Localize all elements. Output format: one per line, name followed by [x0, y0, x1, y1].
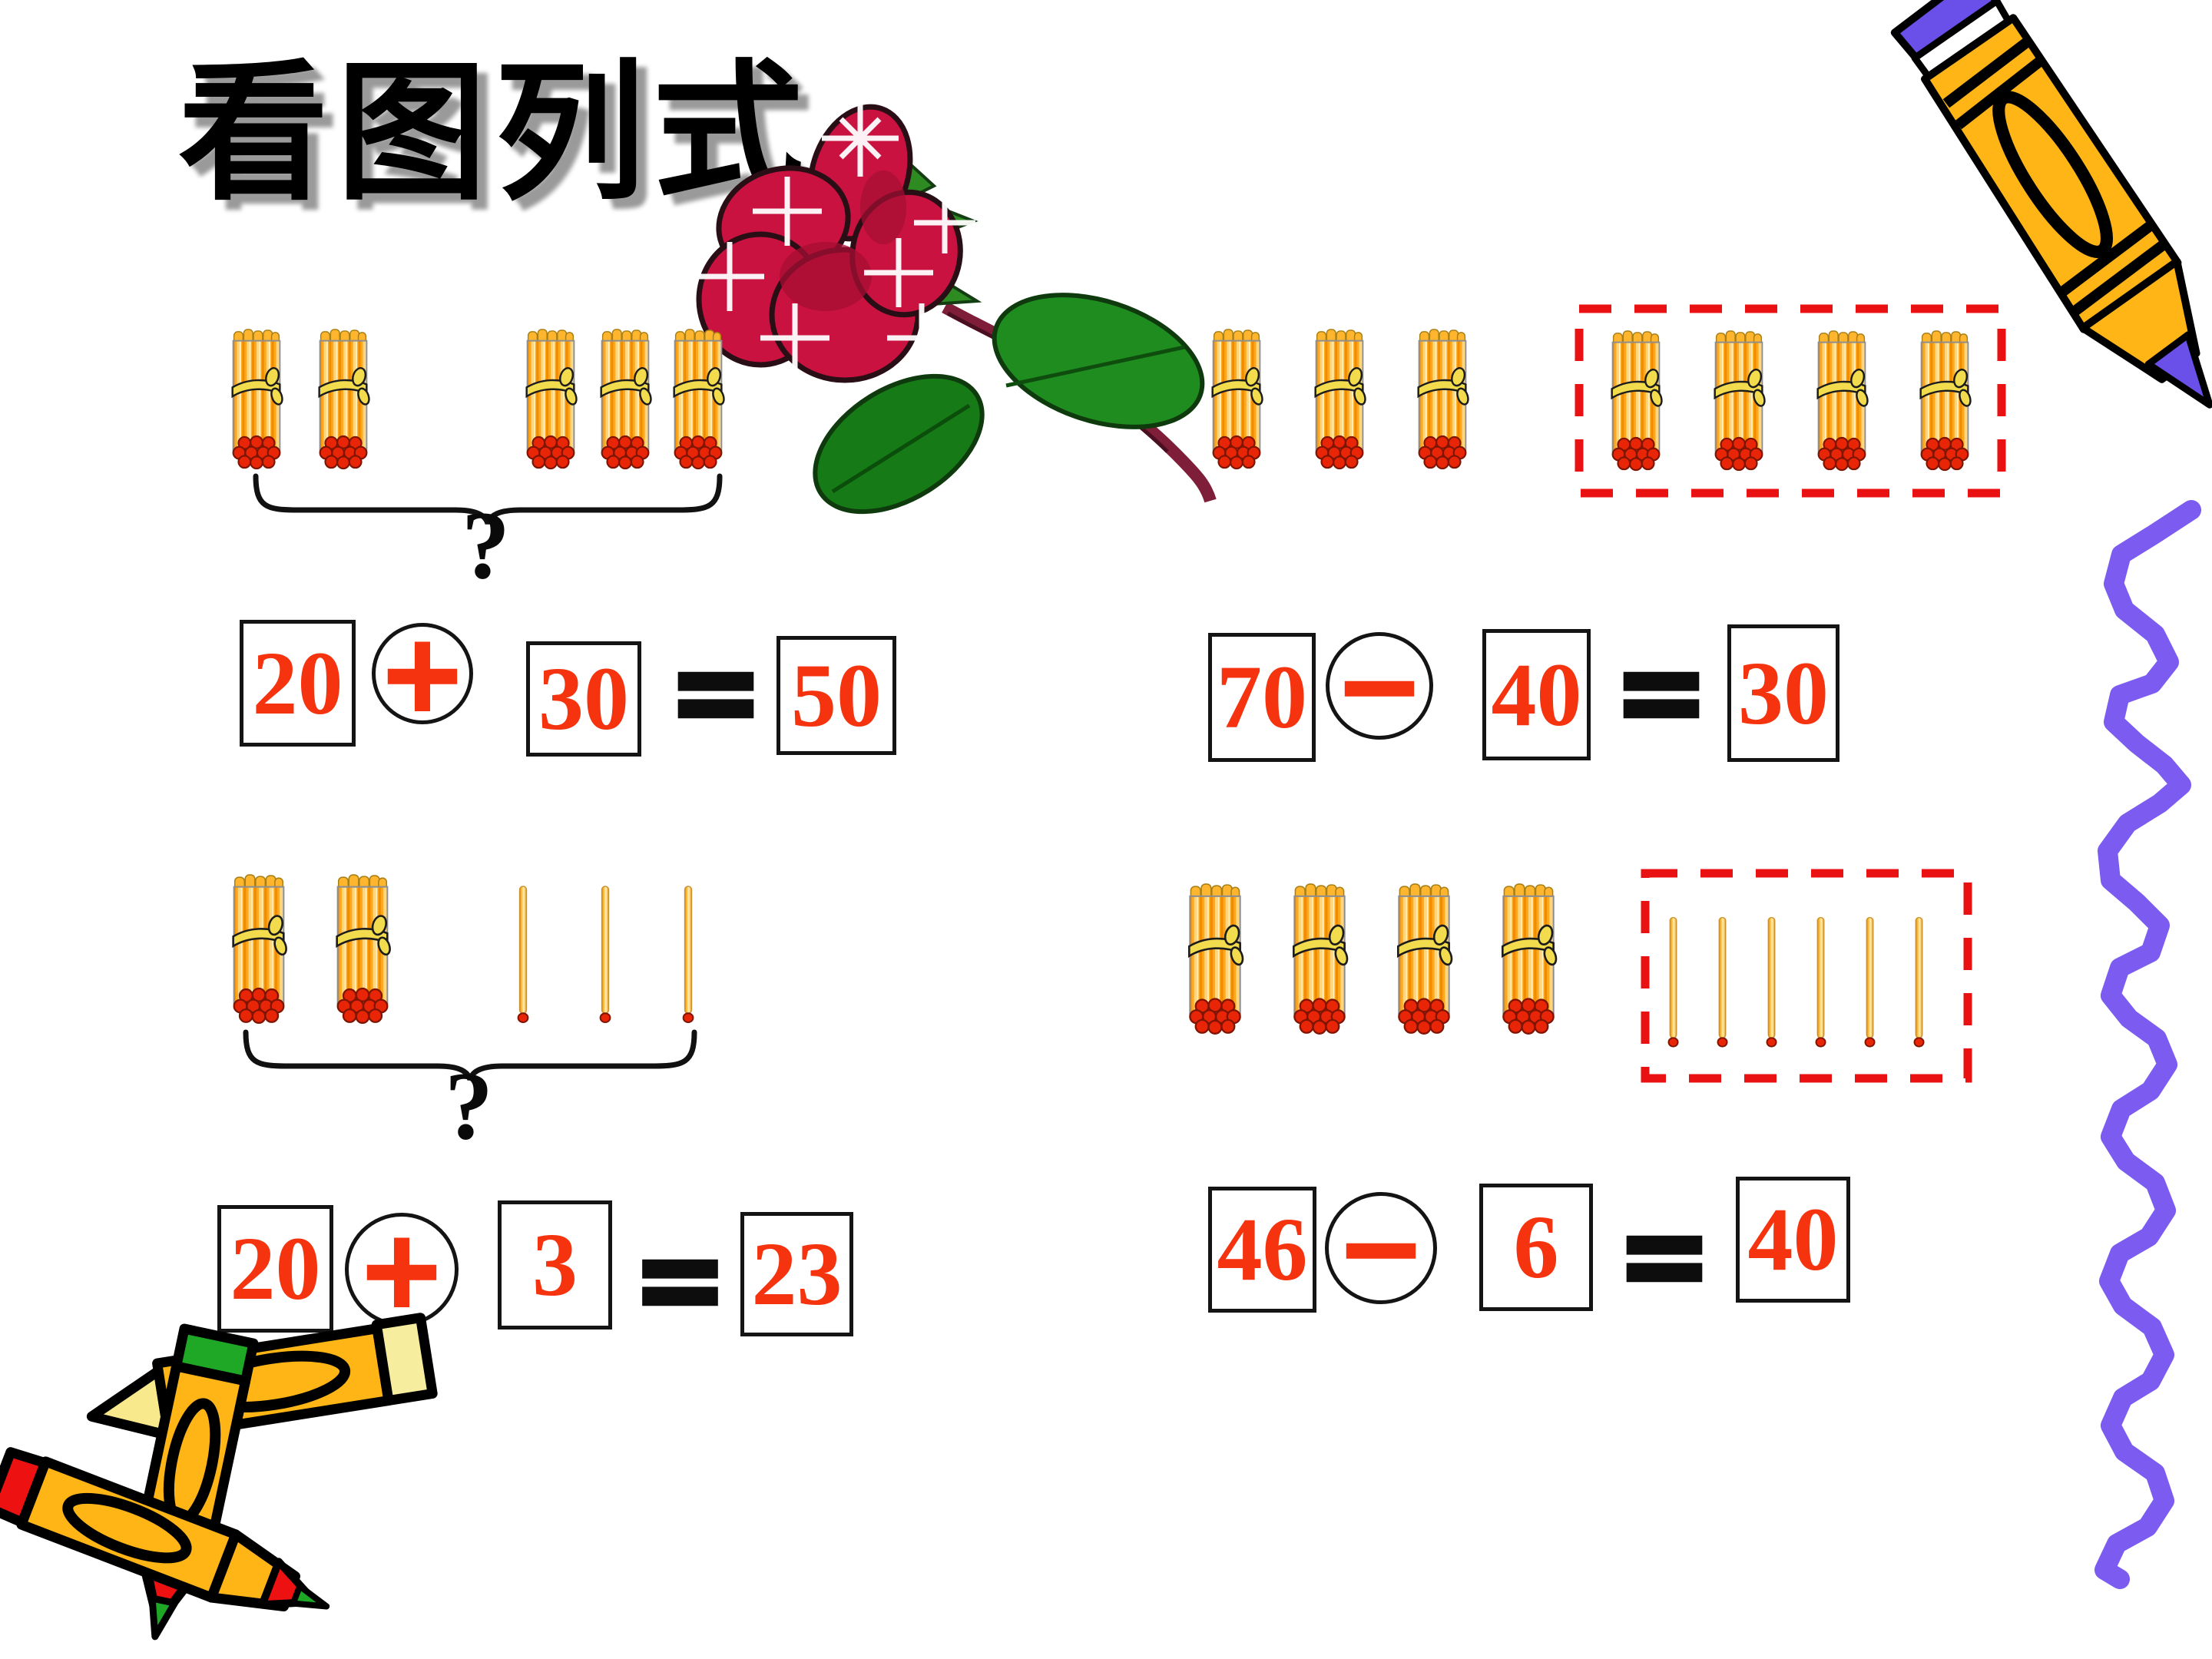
- equals-sign: =: [666, 620, 766, 763]
- operand-box-b: 40: [1482, 629, 1591, 760]
- operand-b-value: 30: [538, 648, 629, 749]
- stick-bundle: [318, 328, 373, 470]
- question-mark: ?: [462, 492, 510, 599]
- operand-a-value: 70: [1217, 647, 1307, 747]
- operator-sign: +: [356, 1207, 448, 1331]
- operand-box-a: 70: [1208, 633, 1316, 762]
- stick-bundle: [1293, 882, 1351, 1035]
- stick-bundle: [1417, 328, 1472, 470]
- equation-4: 46 − 6 = 40: [1208, 1171, 1876, 1332]
- operand-b-value: 40: [1491, 644, 1582, 745]
- equals-sign: =: [1614, 1184, 1714, 1326]
- operand-a-value: 20: [230, 1218, 321, 1319]
- result-value: 40: [1747, 1189, 1839, 1290]
- equals-sign: =: [630, 1207, 730, 1350]
- stick-bundle: [525, 328, 580, 470]
- stick-bundle: [1397, 882, 1455, 1035]
- single-stick: [599, 885, 611, 1024]
- result-value: 23: [751, 1224, 843, 1324]
- operator-sign: −: [1335, 1186, 1427, 1310]
- stick-bundle: [336, 873, 393, 1025]
- equation-3: 20 + 3 = 23: [217, 1194, 886, 1356]
- stick-bundle: [1188, 882, 1247, 1035]
- question-mark: ?: [445, 1053, 493, 1160]
- single-stick: [1717, 916, 1728, 1048]
- operator-circle: −: [1326, 624, 1433, 747]
- single-stick: [1913, 916, 1925, 1048]
- single-stick: [517, 885, 529, 1024]
- stick-bundle: [1502, 882, 1560, 1035]
- operand-box-b: 30: [526, 641, 641, 757]
- crayon-icon: [1890, 0, 2212, 409]
- stick-bundle: [1611, 329, 1665, 472]
- single-stick: [1667, 916, 1679, 1048]
- squiggle-decoration: [2094, 500, 2201, 1589]
- stick-bundle: [1714, 329, 1768, 472]
- result-box: 23: [740, 1212, 853, 1336]
- operator-sign: −: [1333, 624, 1426, 747]
- operand-b-value: 3: [532, 1214, 578, 1315]
- sparkle-icon: [695, 100, 975, 373]
- underbrace: [243, 1029, 697, 1081]
- single-stick: [1864, 916, 1876, 1048]
- operator-sign: +: [376, 611, 469, 735]
- stick-bundle: [673, 328, 727, 470]
- crayons-icon: [0, 1313, 438, 1641]
- equation-1: 20 + 30 = 50: [240, 614, 908, 776]
- operand-a-value: 46: [1217, 1199, 1308, 1300]
- equals-sign: =: [1611, 620, 1711, 763]
- result-box: 30: [1727, 624, 1839, 762]
- result-value: 30: [1738, 642, 1829, 743]
- single-stick: [1766, 916, 1777, 1048]
- operator-circle: +: [372, 611, 473, 735]
- page-title: 看图列式: [178, 51, 812, 218]
- rose-illustration: [695, 100, 1217, 515]
- single-stick: [682, 885, 694, 1024]
- operand-box-b: 3: [498, 1200, 612, 1330]
- underbrace: [253, 473, 723, 525]
- dashed-selection-box: [1575, 304, 2006, 498]
- operand-b-value: 6: [1513, 1197, 1559, 1297]
- stick-bundle: [1211, 328, 1266, 470]
- stick-bundle: [231, 328, 286, 470]
- operand-box-a: 20: [217, 1205, 333, 1333]
- result-box: 50: [777, 636, 896, 755]
- operand-box-a: 20: [240, 620, 356, 747]
- result-value: 50: [791, 644, 882, 746]
- dashed-selection-box: [1641, 869, 1972, 1083]
- result-box: 40: [1736, 1177, 1850, 1303]
- single-stick: [1815, 916, 1826, 1048]
- operand-box-b: 6: [1479, 1184, 1593, 1311]
- operand-a-value: 20: [252, 632, 343, 733]
- operator-circle: −: [1325, 1192, 1437, 1304]
- stick-bundle: [1314, 328, 1369, 470]
- operand-box-a: 46: [1208, 1187, 1316, 1313]
- stick-bundle: [232, 873, 290, 1025]
- equation-2: 70 − 40 = 30: [1208, 618, 1876, 780]
- stick-bundle: [600, 328, 654, 470]
